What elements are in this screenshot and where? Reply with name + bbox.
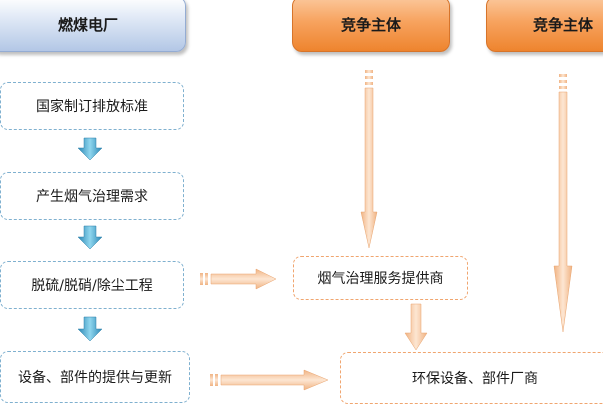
down-arrow-icon	[77, 137, 103, 161]
down-arrow-icon	[77, 316, 103, 342]
flow-demand-label: 产生烟气治理需求	[36, 189, 148, 205]
provider-equipment-label: 环保设备、部件厂商	[412, 371, 538, 387]
down-arrow-icon	[404, 303, 428, 351]
header-power-plant: 燃煤电厂	[0, 0, 186, 52]
header-competitor-1: 竞争主体	[292, 0, 450, 52]
flow-box-standards: 国家制订排放标准	[0, 82, 184, 130]
down-arrow-icon	[77, 225, 103, 250]
right-arrow-icon	[210, 369, 329, 391]
flow-box-demand: 产生烟气治理需求	[0, 172, 184, 220]
provider-box-service: 烟气治理服务提供商	[293, 256, 468, 300]
flow-equipment-supply-label: 设备、部件的提供与更新	[18, 370, 172, 386]
header-competitor-2-label: 竞争主体	[533, 15, 594, 34]
flow-engineering-label: 脱硫/脱硝/除尘工程	[31, 278, 153, 294]
header-power-plant-label: 燃煤电厂	[57, 15, 118, 34]
down-arrow-icon	[553, 74, 573, 333]
flow-box-equipment-supply: 设备、部件的提供与更新	[0, 351, 190, 403]
provider-box-equipment: 环保设备、部件厂商	[340, 352, 603, 404]
flow-standards-label: 国家制订排放标准	[36, 99, 148, 115]
header-competitor-1-label: 竞争主体	[340, 15, 401, 34]
provider-service-label: 烟气治理服务提供商	[317, 271, 444, 287]
header-competitor-2: 竞争主体	[486, 0, 603, 52]
right-arrow-icon	[200, 268, 277, 290]
flow-box-engineering: 脱硫/脱硝/除尘工程	[0, 261, 184, 309]
down-arrow-icon	[360, 70, 378, 249]
